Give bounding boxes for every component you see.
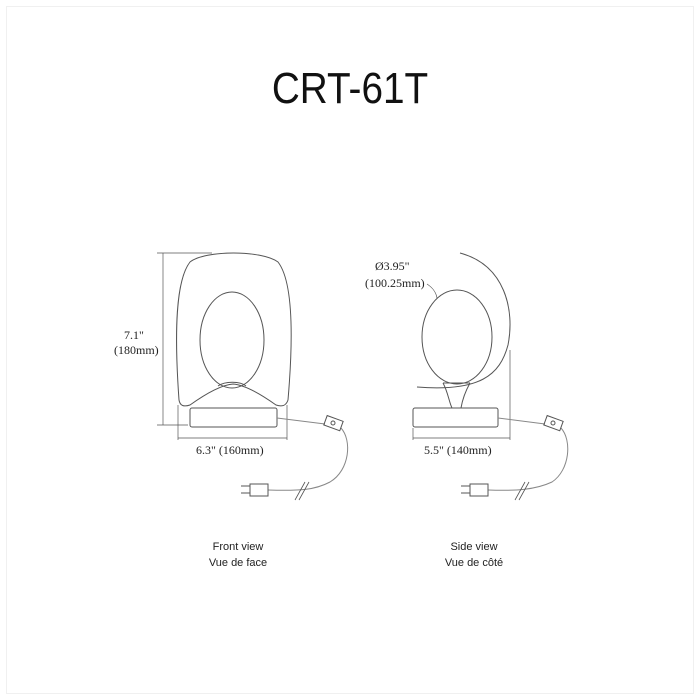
side-cord-break: [514, 481, 530, 501]
front-globe: [199, 291, 265, 389]
side-caption-en: Side view: [450, 541, 498, 553]
front-view-drawing: [157, 252, 349, 501]
side-base: [412, 407, 499, 428]
front-caption-en: Front view: [212, 541, 264, 553]
front-shade-outline: [176, 252, 292, 407]
side-cord: [487, 417, 569, 491]
side-diameter-mm: (100.25mm): [365, 276, 425, 290]
side-width-label: 5.5" (140mm): [424, 443, 492, 457]
front-view-caption: Front view Vue de face: [178, 539, 298, 571]
side-neck: [442, 382, 471, 409]
front-cord-break: [294, 481, 310, 501]
model-title: CRT-61T: [271, 64, 429, 113]
front-caption-fr: Vue de face: [208, 557, 268, 569]
page-border: [6, 6, 694, 694]
front-height-inches: 7.1": [124, 328, 144, 342]
front-neck: [217, 381, 247, 387]
front-height-mm: (180mm): [114, 343, 159, 357]
side-switch: [543, 414, 564, 432]
front-base: [189, 407, 278, 428]
side-view-caption: Side view Vue de côté: [414, 539, 534, 571]
front-switch: [323, 414, 344, 432]
front-cord: [267, 417, 349, 491]
front-width-label: 6.3" (160mm): [196, 443, 264, 457]
side-plug: [461, 483, 489, 497]
side-view-drawing: [412, 252, 569, 501]
front-plug: [241, 483, 269, 497]
diameter-leader: [426, 283, 438, 299]
side-shade-arc: [416, 252, 511, 389]
side-diameter-inches: Ø3.95": [375, 259, 410, 273]
side-globe: [421, 289, 493, 385]
side-caption-fr: Vue de côté: [444, 557, 504, 569]
